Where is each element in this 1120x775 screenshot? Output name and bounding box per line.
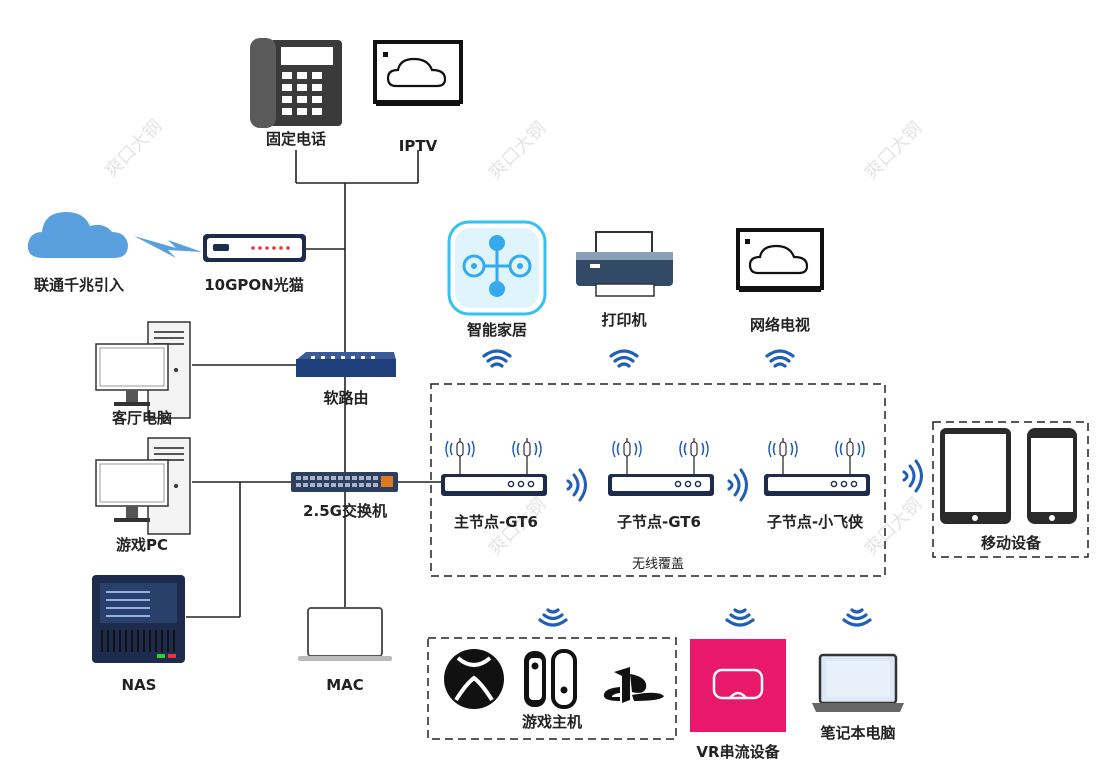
iptv-label: IPTV	[398, 137, 438, 155]
playstation-icon	[603, 667, 664, 703]
nas-label: NAS	[121, 676, 157, 694]
wifi-icon	[902, 459, 923, 493]
game-consoles-label: 游戏主机	[521, 713, 583, 731]
living-room-pc-icon	[95, 321, 191, 419]
mac-laptop-icon	[298, 607, 392, 661]
laptop-icon	[812, 653, 904, 712]
network-tv-icon	[736, 228, 824, 292]
ont-icon	[203, 234, 306, 262]
wireless-coverage-box	[430, 383, 886, 577]
wifi-icon	[609, 349, 639, 368]
switch-label: 2.5G交换机	[303, 502, 387, 520]
tv-icon	[373, 40, 463, 106]
soft-router-label: 软路由	[323, 389, 369, 407]
printer-label: 打印机	[601, 311, 647, 329]
smart-home-label: 智能家居	[466, 321, 528, 339]
wifi-icon	[727, 468, 748, 502]
network-tv-label: 网络电视	[749, 316, 811, 334]
ont-label: 10GPON光猫	[204, 276, 304, 294]
smart-home-icon	[447, 220, 547, 316]
wired-links	[186, 150, 441, 618]
wifi-icon	[842, 608, 872, 627]
cloud-icon	[27, 212, 128, 258]
svg-text:爽口大钢: 爽口大钢	[861, 494, 927, 560]
svg-text:爽口大钢: 爽口大钢	[485, 118, 551, 184]
phone-mobile-icon	[1027, 428, 1077, 524]
sub-node-router-icon	[763, 437, 871, 497]
wifi-icon	[482, 349, 512, 368]
nas-icon	[92, 575, 185, 663]
printer-icon	[576, 231, 673, 297]
lightning-icon	[134, 236, 202, 258]
sub-node-1-label: 子节点-GT6	[617, 513, 701, 531]
living-pc-label: 客厅电脑	[111, 409, 173, 427]
vr-label: VR串流设备	[696, 743, 780, 761]
laptop-label: 笔记本电脑	[820, 724, 896, 742]
switch-icon	[291, 472, 398, 492]
gaming-pc-label: 游戏PC	[115, 536, 169, 554]
svg-text:爽口大钢: 爽口大钢	[861, 118, 927, 184]
isp-label: 联通千兆引入	[33, 276, 125, 294]
game-consoles-box	[427, 637, 677, 740]
switch-console-icon	[524, 649, 577, 709]
wifi-icon	[566, 468, 587, 502]
main-node-label: 主节点-GT6	[454, 513, 538, 531]
xbox-icon	[444, 649, 504, 709]
mobile-devices-label: 移动设备	[980, 534, 1042, 552]
main-node-router-icon	[440, 437, 548, 497]
mac-label: MAC	[326, 676, 364, 694]
phone-icon	[250, 38, 342, 128]
wireless-coverage-label: 无线覆盖	[631, 557, 685, 572]
tablet-icon	[940, 428, 1011, 524]
wifi-icon	[765, 349, 795, 368]
mobile-devices-box	[932, 421, 1089, 558]
sub-node-2-label: 子节点-小飞侠	[766, 513, 864, 531]
router-icon	[296, 352, 396, 377]
sub-node-router-icon	[607, 437, 715, 497]
landline-label: 固定电话	[265, 130, 327, 148]
gaming-pc-icon	[95, 437, 191, 535]
wifi-icon	[538, 608, 568, 627]
wifi-icon	[725, 608, 755, 627]
vr-headset-icon	[690, 639, 786, 732]
svg-text:爽口大钢: 爽口大钢	[101, 116, 167, 182]
